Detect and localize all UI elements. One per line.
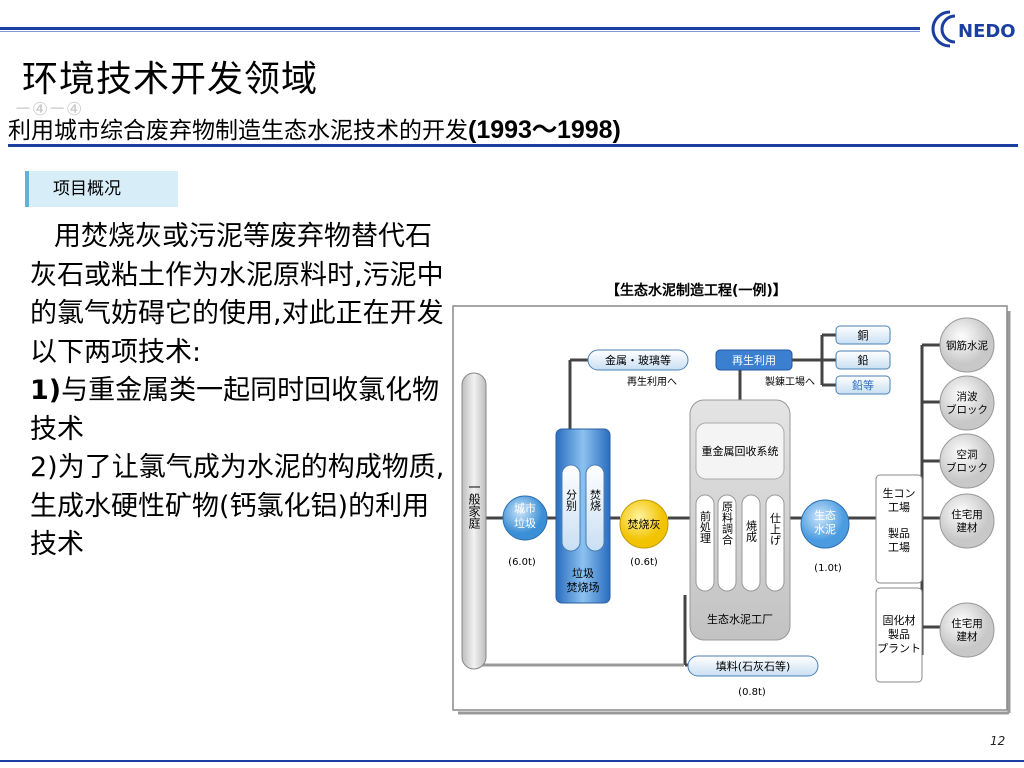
con-product-plant (875, 474, 923, 584)
eco-cement-node (800, 499, 850, 549)
subtitle-years: (1993～1998) (468, 116, 621, 144)
city-waste-label-2: 垃圾 (514, 516, 536, 530)
pretreat-stage (695, 494, 715, 592)
household-label: 一般家庭 (467, 481, 481, 530)
metal-glass-label: 金属・玻璃等 (605, 353, 671, 367)
item-2-num: 2) (30, 452, 58, 483)
city-waste-label-1: 城市 (514, 501, 536, 515)
solid-plant-label-2: 製品 (888, 627, 910, 641)
finish-label: 仕上げ (769, 512, 782, 545)
housing1-label-1: 住宅用 (951, 508, 983, 521)
diagram-title: 【生态水泥制造工程(一例)】 (606, 283, 787, 299)
eco-cement-amount: (1.0t) (814, 563, 842, 574)
footer-rule (0, 760, 1024, 762)
body-text: 用焚烧灰或污泥等废弃物替代石灰石或粘土作为水泥原料时,污泥中的氯气妨碍它的使用,… (30, 218, 455, 565)
housing1-label-2: 建材 (957, 521, 978, 534)
ash-label: 焚烧灰 (628, 517, 661, 531)
housing2-label-2: 建材 (957, 630, 978, 643)
wave-block-node (939, 375, 995, 431)
reuse-box (715, 349, 793, 371)
metal-glass-box (587, 349, 689, 371)
sort-label: 分别 (565, 489, 578, 512)
city-waste-node (502, 495, 548, 541)
hollow-label-2: ブロック (946, 461, 988, 474)
con-plant-label-1: 生コン (883, 486, 916, 500)
eco-cement-label-2: 水泥 (814, 523, 836, 536)
burn-label: 焼成 (745, 520, 758, 543)
reuse-label: 再生利用 (732, 353, 776, 367)
eco-cement-diagram: 一般家庭 城市 垃圾 (6.0t) 分别 焚烧 垃圾 焚烧场 焚烧灰 (0.6t… (452, 305, 1011, 715)
incinerate-label: 焚烧 (589, 489, 602, 511)
lead-label: 鉛 (858, 353, 869, 367)
item-2: 2)为了让氯气成为水泥的构成物质,生成水硬性矿物(钙氯化铝)的利用技术 (30, 449, 455, 565)
title-rule (8, 144, 1018, 147)
page-title: 环境技术开发领域 (22, 59, 319, 100)
household-pillar (461, 372, 487, 670)
zinc-box (835, 375, 891, 395)
section-id: －④－④ (14, 99, 83, 120)
eco-cement-label-1: 生态 (814, 508, 836, 522)
rebar-node (939, 317, 995, 373)
solid-plant-label-3: プラント (877, 642, 921, 655)
item-1-num: 1) (30, 375, 62, 406)
nedo-logo: NEDO (928, 6, 1020, 52)
header-rule-thin (0, 31, 920, 32)
body-intro: 用焚烧灰或污泥等废弃物替代石灰石或粘土作为水泥原料时,污泥中的氯气妨碍它的使用,… (30, 221, 444, 368)
logo-text: NEDO (958, 21, 1016, 42)
finish-stage (765, 494, 785, 592)
mix-label: 原料調合 (721, 501, 734, 545)
product-plant-label-1: 製品 (888, 526, 910, 540)
incinerate-stage (585, 464, 605, 552)
filler-box (687, 655, 819, 677)
section-badge: 项目概况 (25, 171, 178, 207)
subtitle-text: 利用城市综合废弃物制造生态水泥技术的开发 (8, 118, 468, 144)
mix-stage (717, 494, 737, 592)
heavy-metal-system (695, 422, 785, 480)
copper-label: 銅 (858, 328, 869, 342)
item-1-text: 与重金属类一起同时回收氯化物技术 (30, 375, 440, 445)
con-plant-label-2: 工場 (888, 501, 910, 514)
heavy-metal-label: 重金属回收系统 (702, 444, 779, 458)
filler-amount: (0.8t) (738, 687, 766, 698)
factory-label: 生态水泥工厂 (707, 612, 773, 626)
housing-node-2 (939, 602, 995, 658)
hollow-block-node (939, 433, 995, 489)
item-1: 1)与重金属类一起同时回收氯化物技术 (30, 372, 455, 449)
solid-plant-label-1: 固化材 (883, 613, 916, 627)
recycle-to-label: 再生利用へ (627, 375, 677, 388)
housing-node-1 (939, 493, 995, 549)
page-subtitle: 利用城市综合废弃物制造生态水泥技术的开发(1993～1998) (8, 110, 621, 146)
header-rule (0, 27, 920, 30)
hollow-label-1: 空洞 (957, 448, 978, 461)
plant-label-2: 焚烧场 (567, 580, 600, 594)
smelter-to-label: 製錬工場へ (765, 375, 815, 388)
wave-label-2: ブロック (946, 403, 988, 416)
housing2-label-1: 住宅用 (951, 617, 983, 630)
solid-plant (875, 587, 923, 683)
wave-label-1: 消波 (957, 390, 978, 403)
filler-label: 填料(石灰石等) (716, 659, 791, 673)
city-waste-amount: (6.0t) (508, 557, 536, 568)
rebar-label: 钢筋水泥 (946, 339, 988, 352)
copper-box (835, 325, 891, 345)
page-number: 12 (990, 734, 1006, 748)
plant-label-1: 垃圾 (572, 566, 594, 580)
item-2-text: 为了让氯气成为水泥的构成物质,生成水硬性矿物(钙氯化铝)的利用技术 (30, 452, 445, 560)
pretreat-label: 前処理 (699, 509, 712, 543)
product-plant-label-2: 工場 (888, 541, 910, 554)
sort-stage (561, 464, 581, 552)
ash-node (619, 499, 669, 549)
lead-box (835, 350, 891, 370)
burn-stage (741, 494, 761, 592)
ash-amount: (0.6t) (630, 557, 658, 568)
zinc-label: 鉛等 (852, 378, 874, 392)
